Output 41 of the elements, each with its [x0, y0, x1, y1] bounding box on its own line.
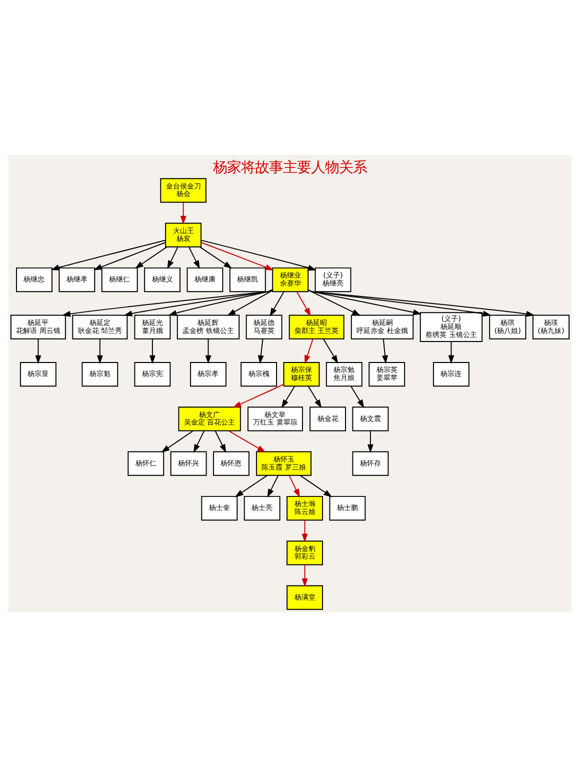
arrow	[180, 202, 186, 224]
arrow	[200, 246, 232, 269]
arrow	[134, 246, 168, 269]
arrow	[188, 246, 200, 269]
arrow	[234, 475, 268, 498]
arrow	[200, 240, 317, 271]
arrow	[124, 289, 273, 316]
arrow	[350, 386, 364, 408]
arrow	[193, 430, 205, 453]
arrow	[35, 338, 42, 364]
arrow	[267, 475, 279, 498]
arrow	[50, 240, 166, 270]
arrow	[258, 338, 264, 364]
arrow	[161, 430, 194, 453]
arrow	[167, 246, 178, 269]
arrow	[367, 430, 374, 453]
arrow	[302, 564, 308, 587]
arrow	[62, 289, 273, 317]
arrow	[96, 338, 103, 364]
arrow	[304, 338, 314, 364]
arrow	[448, 340, 454, 364]
arrow	[308, 289, 535, 317]
arrow	[227, 290, 274, 316]
arrow	[232, 384, 284, 408]
arrow	[214, 430, 226, 453]
arrow	[149, 338, 156, 364]
arrow	[322, 338, 338, 364]
arrow	[270, 291, 284, 316]
diagram-title: 杨家将故事主要人物关系	[213, 160, 367, 176]
arrow	[93, 242, 166, 270]
arrow	[168, 289, 273, 316]
arrow	[281, 386, 296, 408]
arrow	[296, 291, 311, 316]
arrow	[288, 475, 300, 498]
arrow	[300, 475, 332, 498]
arrow	[308, 386, 322, 408]
arrow	[205, 338, 212, 364]
arrow	[228, 430, 266, 452]
arrow	[200, 242, 274, 270]
arrow	[382, 338, 388, 364]
arrow	[302, 520, 308, 542]
